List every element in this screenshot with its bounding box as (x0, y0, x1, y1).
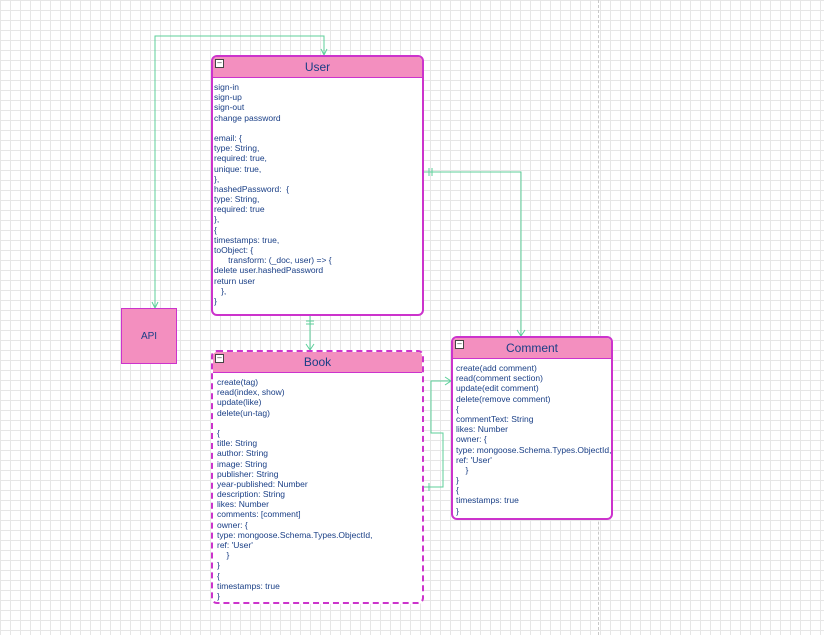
entity-user-line (214, 123, 422, 133)
entity-book-line: } (217, 590, 220, 601)
entity-book-line: { (217, 570, 220, 581)
entity-comment-line: commentText: String (456, 413, 534, 424)
entity-book-line: image: String (217, 458, 268, 469)
entity-book-line: update(like) (217, 397, 262, 408)
connector-book-comment[interactable] (424, 380, 451, 488)
entity-user-line: }, (214, 285, 227, 296)
entity-user-line: unique: true, (214, 163, 262, 174)
collapse-icon[interactable]: – (455, 340, 464, 349)
entity-book-line: comments: [comment] (217, 509, 301, 520)
entity-comment-line: ref: 'User' (456, 454, 492, 465)
collapse-icon[interactable]: – (215, 354, 224, 363)
entity-comment-line: { (456, 485, 459, 496)
entity-comment-title: Comment (505, 341, 558, 355)
entity-book-line: create(tag) (217, 377, 259, 387)
entity-user-line: hashedPassword: { (214, 183, 290, 194)
entity-book-line: year-published: Number (217, 478, 308, 489)
entity-user-line: return user (214, 275, 256, 286)
entity-book-header[interactable]: – Book (213, 352, 422, 373)
entity-book-line: } (217, 550, 230, 561)
entity-book-line: delete(un-tag) (217, 407, 270, 418)
entity-user-line: sign-out (214, 102, 245, 113)
entity-user-line: }, (214, 214, 220, 225)
entity-comment-line: create(add comment) (456, 363, 537, 373)
entity-user-line: type: String, (214, 194, 260, 205)
entity-book-line: type: mongoose.Schema.Types.ObjectId, (217, 529, 373, 540)
entity-comment-line: update(edit comment) (456, 383, 539, 394)
entity-comment-line: } (456, 505, 459, 516)
entity-book-line: owner: { (217, 519, 248, 530)
connector-user-comment[interactable] (424, 171, 522, 336)
collapse-icon[interactable]: – (215, 59, 224, 68)
entity-user-line: change password (214, 112, 281, 123)
entity-book-line: title: String (217, 438, 258, 449)
entity-book-line: timestamps: true (217, 580, 280, 591)
entity-comment-line: timestamps: true (456, 495, 519, 506)
entity-comment-line: } (456, 475, 459, 486)
entity-user-title: User (304, 60, 331, 74)
entity-comment-line: read(comment section) (456, 373, 543, 384)
entity-user-line: type: String, (214, 143, 260, 154)
entity-comment-line: likes: Number (456, 424, 508, 435)
entity-user-line: required: true (214, 204, 265, 215)
connector-user-comment-end-user (428, 168, 433, 176)
entity-book-line: publisher: String (217, 468, 279, 479)
entity-book-line: likes: Number (217, 499, 269, 510)
entity-comment-line: delete(remove comment) (456, 393, 551, 404)
entity-comment-line: { (456, 403, 459, 414)
entity-user-line: { (214, 224, 217, 235)
entity-user-line: sign-up (214, 92, 242, 103)
api-label: API (140, 330, 158, 342)
entity-comment-body: create(add comment)read(comment section)… (453, 359, 611, 516)
entity-user-line: required: true, (214, 153, 267, 164)
entity-user-line: sign-in (214, 82, 240, 92)
entity-book-line: description: String (217, 489, 286, 500)
entity-user-line: email: { (214, 132, 242, 143)
entity-book-line: read(index, show) (217, 387, 285, 398)
entity-book-line: author: String (217, 448, 269, 459)
entity-comment-line: owner: { (456, 434, 487, 445)
entity-book-line (217, 418, 422, 428)
entity-comment[interactable]: – Comment create(add comment)read(commen… (451, 336, 613, 520)
entity-comment-header[interactable]: – Comment (453, 338, 611, 359)
entity-user-line: timestamps: true, (214, 234, 280, 245)
entity-user-line: }, (214, 173, 220, 184)
entity-comment-line: } (456, 464, 469, 475)
entity-user-header[interactable]: – User (213, 57, 422, 78)
entity-book-body: create(tag)read(index, show)update(like)… (213, 373, 422, 601)
entity-user-line: toObject: { (214, 245, 254, 255)
entity-book-line: } (217, 560, 220, 571)
entity-user-line: delete user.hashedPassword (214, 265, 324, 276)
page-boundary-line (598, 0, 599, 635)
entity-user-line: transform: (_doc, user) => { (214, 255, 332, 266)
entity-user-line: } (214, 295, 217, 306)
entity-book[interactable]: – Book create(tag)read(index, show)updat… (211, 350, 424, 604)
entity-book-line: ref: 'User' (217, 540, 253, 550)
entity-book-title: Book (303, 355, 332, 369)
connector-user-book-end-user (306, 320, 314, 325)
api-node[interactable]: API (121, 308, 177, 364)
entity-comment-line: type: mongoose.Schema.Types.ObjectId, (456, 444, 612, 455)
entity-book-line: { (217, 427, 220, 438)
